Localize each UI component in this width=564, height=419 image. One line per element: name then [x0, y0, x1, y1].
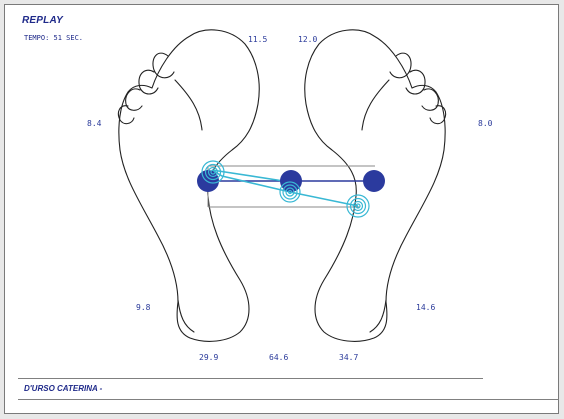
bottom-left-value: 29.9: [199, 353, 218, 362]
right-toe-2: [390, 53, 411, 78]
toe-left-value: 11.5: [248, 35, 267, 44]
right-toe-3: [406, 70, 425, 94]
left-toe-3: [139, 70, 158, 94]
right-toe-crease: [362, 80, 389, 130]
left-toe-2: [153, 53, 174, 78]
right-toe-5: [430, 106, 446, 124]
heel-left-value: 9.8: [136, 303, 150, 312]
toe-right-value: 12.0: [298, 35, 317, 44]
footer-divider-bottom: [18, 399, 559, 400]
right-arch-line: [370, 300, 386, 332]
left-arch-line: [178, 300, 194, 332]
right-toe-4: [422, 89, 438, 110]
forefoot-right-value: 8.0: [478, 119, 492, 128]
right-pressure-point: [363, 170, 385, 192]
left-toe-4: [126, 89, 142, 110]
heel-right-value: 14.6: [416, 303, 435, 312]
left-toe-5: [118, 106, 134, 124]
footer-divider-top: [18, 378, 483, 379]
patient-name: D'URSO CATERINA -: [24, 384, 102, 393]
left-toe-crease: [175, 80, 202, 130]
bottom-center-value: 64.6: [269, 353, 288, 362]
left-pressure-point: [197, 170, 219, 192]
bottom-right-value: 34.7: [339, 353, 358, 362]
forefoot-left-value: 8.4: [87, 119, 101, 128]
